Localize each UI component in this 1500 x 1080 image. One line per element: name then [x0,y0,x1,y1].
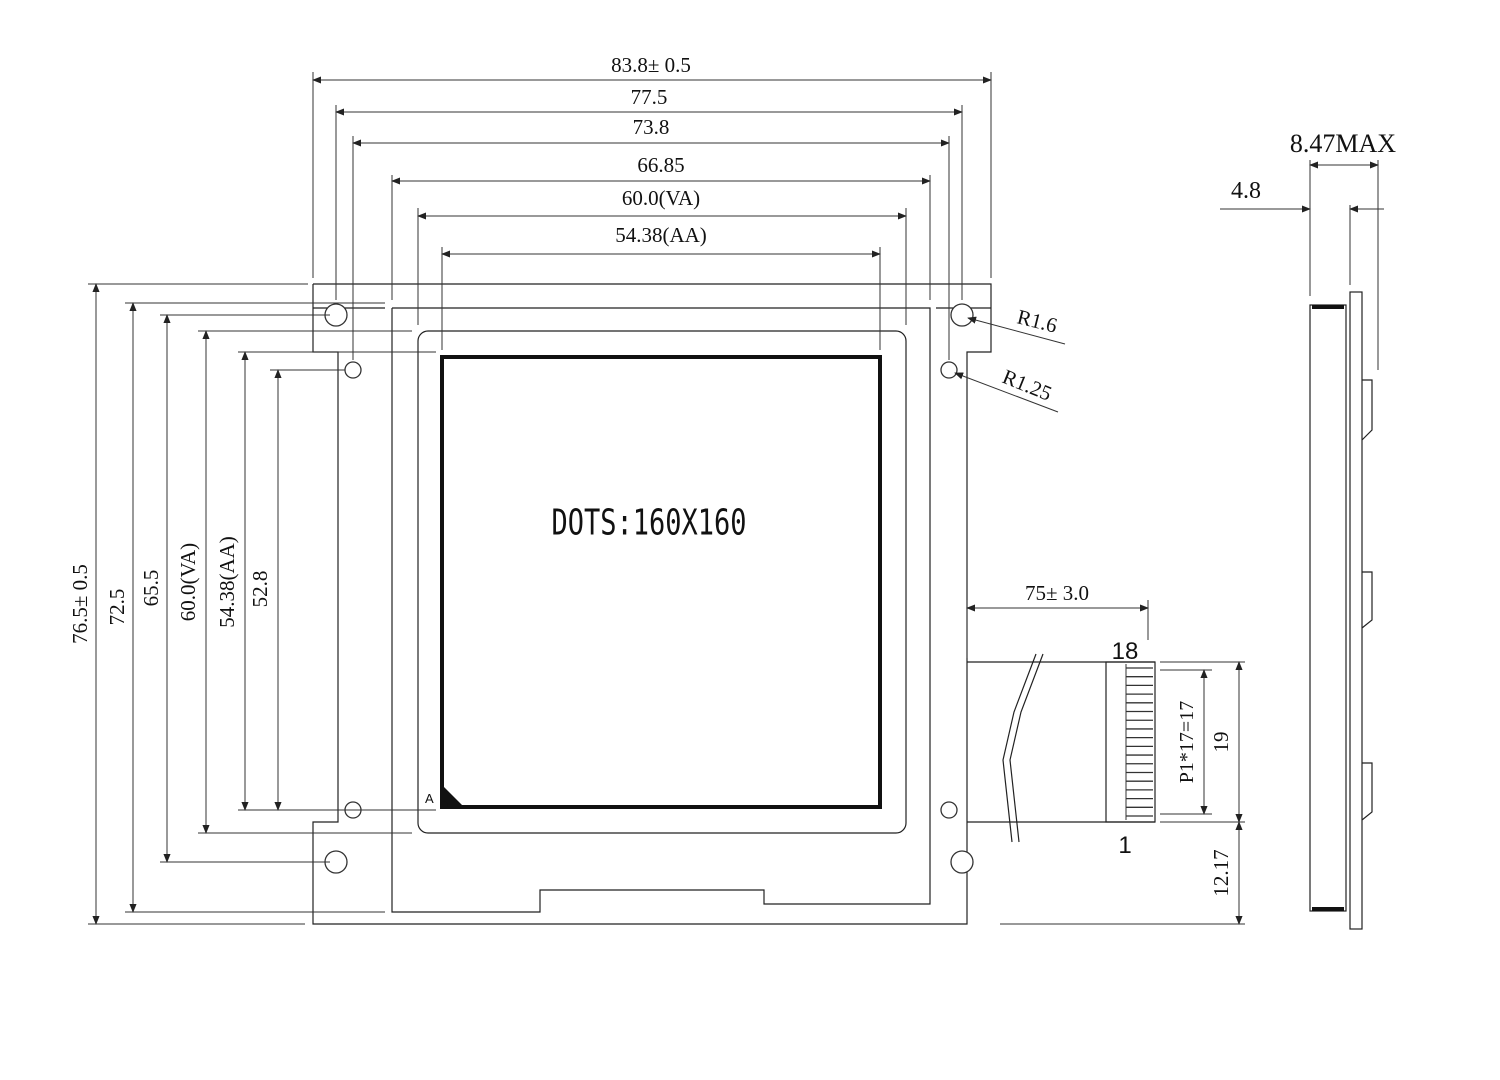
fpc-pin-last-label: 18 [1112,638,1139,665]
active-area [440,355,882,809]
fpc-pins [1125,664,1153,820]
small-hole-top-right [940,361,958,379]
fpc-pin-first-label: 1 [1118,832,1131,859]
active-area-corner-mark [442,785,464,807]
dim-aa-width: 54.38(AA) [615,223,707,247]
vertical-dimensions [88,283,436,925]
side-glass-thickness-label: 4.8 [1231,178,1261,204]
radius-leader-small [954,372,1059,413]
corner-marker-label: A [425,791,434,806]
dim-65-height: 65.5 [139,570,163,607]
fpc-cable [967,653,1156,843]
dim-hole-pitch-width: 77.5 [631,85,668,109]
dim-aa-height: 54.38(AA) [215,536,239,628]
dim-73-width: 73.8 [633,115,670,139]
radius-small-label: R1.25 [999,364,1055,405]
pcb-outline [312,283,992,925]
dim-hole-pitch-height: 72.5 [105,589,129,626]
fpc-length-label: 75± 3.0 [1025,581,1089,605]
active-area-origin-dot [440,801,448,809]
horizontal-dimensions [312,72,992,360]
fpc-width-label: 19 [1209,732,1233,753]
small-hole-bottom-right [940,801,958,819]
dim-overall-height: 76.5± 0.5 [68,564,92,644]
small-hole-top-left [344,361,362,379]
side-max-thickness-label: 8.47MAX [1290,129,1396,158]
dim-52-height: 52.8 [248,571,272,608]
dim-overall-width: 83.8± 0.5 [611,53,691,77]
dim-va-width: 60.0(VA) [622,186,700,210]
fpc-pitch-label: P1*17=17 [1176,701,1198,783]
fpc-offset-label: 12.17 [1209,849,1233,896]
mount-hole-bottom-right [950,850,974,874]
mount-hole-top-right [950,303,974,327]
dim-va-height: 60.0(VA) [176,543,200,621]
display-dots-label: DOTS:160X160 [552,500,747,543]
bezel-outline [313,307,991,913]
radius-leader-large [967,316,1066,345]
viewing-area [417,330,907,834]
dim-66-width: 66.85 [637,153,684,177]
side-view [1220,160,1384,930]
